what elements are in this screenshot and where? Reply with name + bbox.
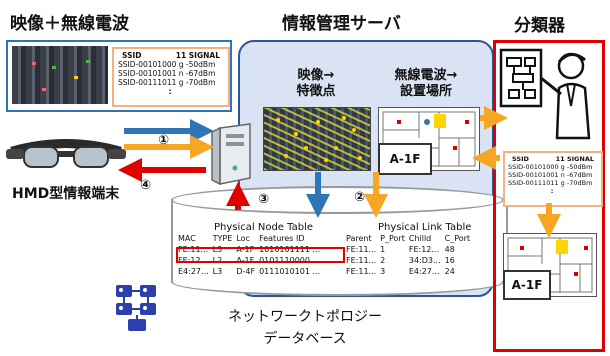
more-indicator: : — [550, 187, 556, 195]
col-header: Chilld — [408, 234, 432, 243]
table-cell: L3 — [212, 245, 223, 254]
step-1-label: ① — [158, 133, 170, 148]
table-cell: FE:12... — [178, 256, 209, 265]
col-header: Features ID — [259, 234, 305, 243]
feature-points-image — [263, 107, 371, 171]
step-4-label: ④ — [140, 178, 152, 193]
center-title: 情報管理サーバ — [282, 14, 401, 34]
col-header: MAC — [178, 234, 196, 243]
wifi-row: SSID-00111011 g -70dBm — [508, 179, 593, 187]
feature-label-line2: 特徴点 — [296, 84, 336, 99]
location-result-label: A-1F — [378, 143, 432, 175]
signal-header: 11 SIGNAL — [175, 51, 220, 60]
table-cell: 48 — [444, 245, 455, 254]
table-row: E4:27... L3 D-4F 0111010101 ... — [176, 266, 322, 277]
left-title: 映像＋無線電波 — [10, 14, 129, 34]
table-cell: FE:12... — [408, 245, 440, 254]
table-header-row: MAC TYPE Loc Features ID — [176, 233, 322, 244]
table-row: FE:11... L3 A-1F 1010101111 ... — [176, 244, 322, 255]
location-label-line1: 無線電波→ — [394, 68, 458, 83]
table-row: FE:11... 3 E4:27... 24 — [344, 266, 472, 277]
wifi-row: SSID-00101000 g -50dBm — [118, 60, 216, 69]
wifi-row: SSID-00101001 n -67dBm — [118, 69, 216, 78]
table-row: FE:11... 1 FE:12... 48 — [344, 244, 472, 255]
wifi-signal-list: SSID 11 SIGNAL SSID-00101000 g -50dBm SSI… — [112, 47, 230, 107]
more-indicator: : — [168, 87, 174, 96]
table-cell: 1010101111 ... — [259, 245, 321, 254]
table-cell: A-1F — [236, 245, 255, 254]
table-header-row: Parent P_Port Chilld C_Port — [344, 233, 472, 244]
network-topology-icon — [116, 285, 156, 331]
link-table-title: Physical Link Table — [378, 222, 472, 233]
signal-header: 11 SIGNAL — [555, 155, 594, 163]
physical-link-table: Parent P_Port Chilld C_Port FE:11... 1 F… — [344, 233, 472, 277]
database-caption-line1: ネットワークトポロジー — [228, 309, 382, 325]
database-caption-line2: データベース — [263, 331, 347, 347]
table-cell: 0101110000 ... — [259, 256, 321, 265]
table-cell: 3 — [380, 267, 386, 276]
table-row: FE:11... 2 34:D3... 16 — [344, 255, 472, 266]
location-label: 無線電波→ 設置場所 — [364, 68, 488, 100]
col-header: C_Port — [444, 234, 471, 243]
col-header: Loc — [236, 234, 250, 243]
table-cell: E4:27... — [408, 267, 440, 276]
table-cell: 0111010101 ... — [259, 267, 321, 276]
hmd-glasses-icon — [6, 139, 126, 168]
table-cell: 1 — [380, 245, 386, 254]
hmd-label: HMD型情報端末 — [12, 186, 120, 202]
location-label-line2: 設置場所 — [399, 84, 452, 99]
ssid-header: SSID — [512, 155, 529, 163]
database-caption: ネットワークトポロジー データベース — [200, 306, 410, 350]
table-cell: FE:11... — [346, 256, 377, 265]
col-header: Parent — [346, 234, 372, 243]
table-cell: L2 — [212, 256, 223, 265]
matched-row-highlight — [176, 247, 345, 263]
table-row: FE:12... L2 A-1F 0101110000 ... — [176, 255, 322, 266]
col-header: P_Port — [380, 234, 405, 243]
feature-label-line1: 映像→ — [297, 68, 335, 83]
classifier-result-label: A-1F — [503, 270, 551, 300]
classifier-box — [493, 40, 605, 352]
table-cell: E4:27... — [178, 267, 209, 276]
scientist-pointing-icon — [499, 48, 591, 140]
wifi-row: SSID-00101001 n -67dBm — [508, 171, 593, 179]
step-3-label: ③ — [258, 192, 270, 207]
step-2-label: ② — [354, 190, 366, 205]
classifier-wifi-list: SSID 11 SIGNAL SSID-00101000 g -50dBm SSI… — [503, 151, 603, 207]
computer-tower-icon — [211, 123, 251, 186]
table-cell: FE:11... — [178, 245, 209, 254]
table-cell: 2 — [380, 256, 386, 265]
feature-label: 映像→ 特徴点 — [270, 68, 362, 100]
right-title: 分類器 — [514, 16, 565, 36]
table-cell: L3 — [212, 267, 223, 276]
col-header: TYPE — [212, 234, 233, 243]
table-cell: 34:D3... — [408, 256, 441, 265]
table-cell: 24 — [444, 267, 455, 276]
wifi-row: SSID-00101000 g -50dBm — [508, 163, 593, 171]
table-cell: D-4F — [236, 267, 256, 276]
wifi-row: SSID-00111011 g -70dBm — [118, 78, 216, 87]
table-cell: FE:11... — [346, 245, 377, 254]
table-cell: A-1F — [236, 256, 255, 265]
server-rack-image — [12, 46, 108, 104]
video-wifi-panel: SSID 11 SIGNAL SSID-00101000 g -50dBm SSI… — [6, 40, 232, 112]
table-cell: 16 — [444, 256, 455, 265]
node-table-title: Physical Node Table — [214, 222, 313, 233]
table-cell: FE:11... — [346, 267, 377, 276]
physical-node-table: MAC TYPE Loc Features ID FE:11... L3 A-1… — [176, 233, 322, 277]
ssid-header: SSID — [122, 51, 142, 60]
